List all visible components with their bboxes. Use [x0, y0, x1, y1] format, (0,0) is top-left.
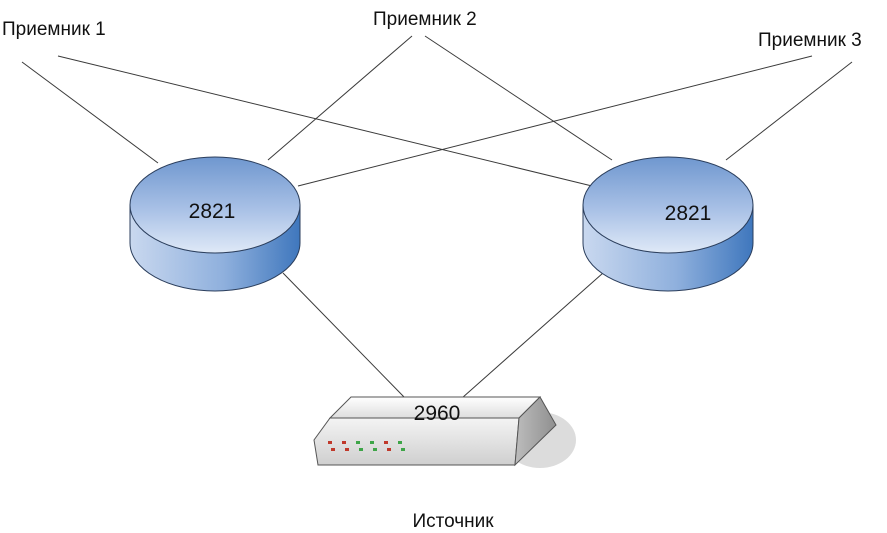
receiver-2-label: Приемник 2 [373, 9, 477, 30]
switch-label: 2960 [414, 402, 461, 425]
connection-lines [21, 35, 853, 399]
link-router-right-switch [461, 272, 604, 399]
switch-led [328, 441, 332, 444]
router-left-label: 2821 [189, 200, 236, 223]
switch-led [359, 448, 363, 451]
switch-port-leds [328, 441, 405, 451]
switch-2960[interactable]: 2960 [313, 396, 576, 468]
router-left[interactable]: 2821 [129, 156, 301, 292]
router-left-top [129, 156, 301, 254]
switch-end-face [514, 396, 557, 467]
link-receiver1-router-right [57, 55, 593, 187]
router-right[interactable]: 2821 [582, 156, 754, 292]
switch-led [342, 441, 346, 444]
router-right-top [582, 156, 754, 254]
switch-led [370, 441, 374, 444]
link-receiver2-router-right [424, 35, 613, 161]
link-receiver3-router-left [297, 55, 813, 187]
switch-led [401, 448, 405, 451]
link-receiver3-router-right [725, 61, 853, 161]
switch-led [356, 441, 360, 444]
link-receiver2-router-left [267, 35, 413, 161]
receiver-1-label: Приемник 1 [2, 19, 106, 40]
switch-front-face [313, 417, 520, 466]
switch-led [387, 448, 391, 451]
switch-led [398, 441, 402, 444]
link-router-left-switch [282, 272, 406, 399]
switch-led [384, 441, 388, 444]
router-right-label: 2821 [665, 202, 712, 225]
switch-led [331, 448, 335, 451]
source-label: Источник [412, 511, 494, 532]
switch-led [345, 448, 349, 451]
switch-led [373, 448, 377, 451]
receiver-3-label: Приемник 3 [758, 30, 862, 51]
link-receiver1-router-left [21, 61, 159, 164]
